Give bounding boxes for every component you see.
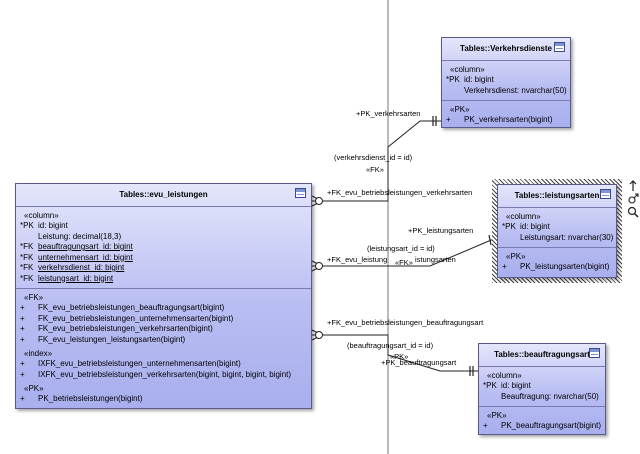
column-row: Verkehrsdienst: nvarchar(50) — [464, 85, 567, 95]
index-row: +IXFK_evu_betriebsleistungen_verkehrsart… — [20, 369, 292, 379]
table-header: Tables::beauftragungsart — [479, 344, 605, 367]
table-icon — [295, 188, 306, 198]
link-icon[interactable] — [627, 193, 639, 205]
table-icon — [600, 189, 611, 199]
label-fkstereo-verkehrsarten: «FK» — [366, 165, 384, 174]
pk-stereotype: «PK» — [24, 384, 44, 393]
label-pk-verkehrsarten: +PK_verkehrsarten — [356, 109, 421, 118]
pk-stereotype: «PK» — [506, 252, 526, 261]
connector-verkehrsarten[interactable] — [312, 120, 441, 202]
fk-stereotype: «FK» — [24, 293, 44, 302]
pk-stereotype: «PK» — [487, 411, 507, 420]
label-condition-verkehrsarten: (verkehrsdienst_id = id) — [334, 153, 413, 162]
arrow-up-icon[interactable] — [627, 180, 639, 192]
column-row: Leistungsart: nvarchar(30) — [520, 232, 614, 242]
label-pkstereo-beauftragungsart: «PK» — [390, 352, 409, 361]
fk-row: +FK_evu_betriebsleistungen_unternehmensa… — [20, 313, 234, 323]
column-stereotype: «column» — [24, 211, 59, 220]
search-icon[interactable] — [627, 206, 639, 218]
label-fktail-leistungsarten: istungsarten — [415, 255, 456, 264]
table-title: Tables::Verkehrsdienste — [460, 44, 552, 53]
fk-row: +FK_evu_betriebsleistungen_verkehrsarten… — [20, 324, 213, 333]
index-stereotype: «index» — [24, 349, 53, 358]
connector-beauftragungsart[interactable] — [312, 334, 478, 372]
column-row: Beauftragung: nvarchar(50) — [501, 391, 599, 401]
pk-row: +PK_leistungsarten(bigint) — [502, 262, 610, 271]
label-fk-verkehrsarten: +FK_evu_betriebsleistungen_verkehrsarten — [327, 188, 473, 197]
label-fk-leistungsarten: +FK_evu_leistung — [327, 255, 388, 264]
label-fkstereo-leistungsarten: «FK» — [395, 258, 413, 267]
pk-section: «PK» +PK_beauftragungsart(bigint) — [479, 407, 605, 436]
label-pk-leistungsarten: +PK_leistungsarten — [408, 226, 474, 235]
table-title: Tables::evu_leistungen — [119, 190, 208, 199]
pk-stereotype: «PK» — [450, 105, 470, 114]
connector-leistungsarten[interactable] — [312, 237, 497, 267]
fk-circle-leistungsarten — [315, 262, 323, 270]
pk-row: +PK_beauftragungsart(bigint) — [483, 421, 602, 430]
table-title: Tables::beauftragungsart — [494, 350, 590, 359]
table-header: Tables::evu_leistungen — [16, 184, 311, 207]
pk-section: «PK» +PK_leistungsarten(bigint) — [498, 248, 616, 277]
fk-row: +FK_evu_leistungen_leistungsarten(bigint… — [20, 334, 186, 344]
label-pk-beauftragungsart: +PK_beauftragungsart — [381, 358, 457, 367]
table-header: Tables::Verkehrsdienste — [442, 38, 570, 61]
fk-section: «FK» +FK_evu_betriebsleistungen_beauftra… — [16, 289, 311, 409]
column-row: Leistung: decimal(18,3) — [38, 231, 122, 241]
fk-circle-beauftragungsart — [315, 331, 323, 339]
column-stereotype: «column» — [506, 212, 541, 221]
fk-row: +FK_evu_betriebsleistungen_beauftragungs… — [20, 303, 225, 312]
fk-circle-verkehrsarten — [315, 197, 323, 205]
pk-row: +PK_verkehrsarten(bigint) — [446, 115, 553, 124]
table-icon — [554, 42, 565, 52]
pk-marker-leistungsarten — [488, 234, 492, 246]
label-fk-beauftragungsart: +FK_evu_betriebsleistungen_beauftragungs… — [327, 318, 484, 327]
pk-row: +PK_betriebsleistungen(bigint) — [20, 394, 143, 403]
column-stereotype: «column» — [487, 371, 522, 380]
table-title: Tables::leistungsarten — [514, 191, 600, 200]
label-condition-beauftragungsart: (beauftragungsart_id = id) — [347, 341, 434, 350]
index-row: +IXFK_evu_betriebsleistungen_unternehmen… — [20, 359, 241, 368]
label-condition-leistungsarten: (leistungsart_id = id) — [367, 244, 435, 253]
table-header: Tables::leistungsarten — [498, 185, 616, 208]
column-stereotype: «column» — [450, 65, 485, 74]
table-icon — [589, 348, 600, 358]
pk-section: «PK» +PK_verkehrsarten(bigint) — [442, 101, 570, 130]
